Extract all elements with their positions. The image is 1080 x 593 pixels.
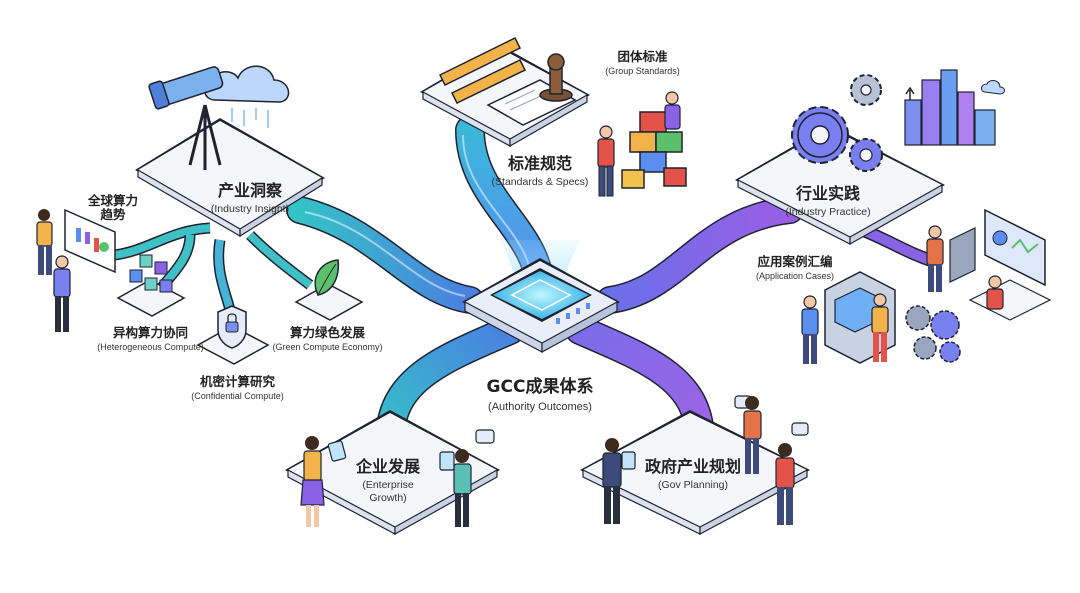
hub-enterprise-label: 企业发展 (Enterprise Growth)	[338, 457, 438, 505]
person-cases-4	[986, 275, 1004, 310]
hub-practice-title: 行业实践	[795, 184, 860, 203]
platform-practice	[735, 125, 945, 246]
person-trends-2	[53, 255, 71, 332]
chart-board-icon	[64, 208, 116, 274]
sub-cases-title: 应用案例汇编	[757, 254, 833, 269]
chip-icon	[462, 240, 620, 354]
sub-trends-title-2: 趋势	[100, 207, 126, 223]
sub-group-std-label: 团体标准 (Group Standards)	[590, 49, 695, 77]
center-subtitle: (Authority Outcomes)	[488, 400, 592, 413]
person-cases-3	[926, 225, 944, 292]
sub-confidential-title: 机密计算研究	[199, 374, 275, 389]
hub-practice-subtitle: (Industry Practice)	[785, 206, 871, 219]
sub-green-subtitle: (Green Compute Economy)	[272, 342, 383, 353]
hub-enterprise-title: 企业发展	[355, 457, 420, 476]
tablet-icon	[327, 440, 347, 462]
person-trends-1	[36, 209, 53, 275]
person-gov-3	[775, 443, 795, 525]
person-standards-1	[597, 125, 615, 197]
person-cases-2	[871, 293, 889, 362]
center-title: GCC成果体系	[486, 377, 594, 397]
platform-insight	[135, 118, 325, 238]
hub-standards-subtitle: (Standards & Specs)	[491, 176, 589, 189]
hub-enterprise-subtitle-2: Growth)	[369, 492, 407, 505]
city-icon	[904, 69, 1005, 146]
person-gov-1	[602, 438, 636, 524]
sub-green-label: 算力绿色发展 (Green Compute Economy)	[270, 325, 385, 353]
hub-gov-title: 政府产业规划	[644, 457, 741, 476]
hub-enterprise-subtitle-1: (Enterprise	[362, 479, 414, 492]
sub-group-std-subtitle: (Group Standards)	[605, 66, 680, 77]
building-blocks-icon	[621, 111, 687, 189]
person-enterprise-2	[439, 449, 472, 527]
gear-icon	[791, 74, 883, 172]
person-standards-2	[664, 91, 681, 130]
hub-standards-title: 标准规范	[507, 154, 572, 173]
hub-gov-label: 政府产业规划 (Gov Planning)	[628, 457, 758, 492]
hub-insight-label: 产业洞察 (Industry Insight)	[185, 181, 315, 216]
person-enterprise-1	[300, 436, 325, 527]
hub-insight-title: 产业洞察	[217, 181, 282, 200]
sub-cases-subtitle: (Application Cases)	[755, 271, 835, 282]
computer-monitor-icon	[968, 208, 1052, 321]
sub-green-title: 算力绿色发展	[289, 325, 365, 340]
gear-icon-small-set	[905, 305, 961, 363]
platform-hetero	[116, 279, 186, 317]
lock-shield-icon	[217, 305, 247, 349]
hub-gov-subtitle: (Gov Planning)	[657, 479, 729, 492]
leaf-icon	[314, 259, 340, 296]
sub-hetero-label: 异构算力协同 (Heterogeneous Compute)	[88, 325, 213, 353]
sub-confidential-label: 机密计算研究 (Confidential Compute)	[180, 374, 295, 402]
center-label: GCC成果体系 (Authority Outcomes)	[470, 377, 610, 413]
sub-confidential-subtitle: (Confidential Compute)	[191, 391, 284, 402]
sub-trends-title-1: 全球算力	[87, 193, 138, 208]
sub-hetero-title: 异构算力协同	[112, 325, 188, 340]
sub-trends-label: 全球算力 趋势	[78, 193, 148, 223]
ruler-icon	[438, 36, 527, 104]
sub-group-std-title: 团体标准	[617, 49, 668, 64]
hub-insight-subtitle: (Industry Insight)	[210, 203, 290, 216]
person-cases-1	[801, 295, 819, 364]
hub-practice-label: 行业实践 (Industry Practice)	[763, 184, 893, 219]
sub-hetero-subtitle: (Heterogeneous Compute)	[97, 342, 204, 353]
sub-cases-label: 应用案例汇编 (Application Cases)	[745, 254, 845, 282]
person-gov-2	[743, 396, 762, 474]
cubes-icon	[129, 254, 173, 293]
stamp-icon	[539, 53, 573, 102]
hub-standards-label: 标准规范 (Standards & Specs)	[475, 154, 605, 189]
telescope-icon	[148, 66, 224, 170]
